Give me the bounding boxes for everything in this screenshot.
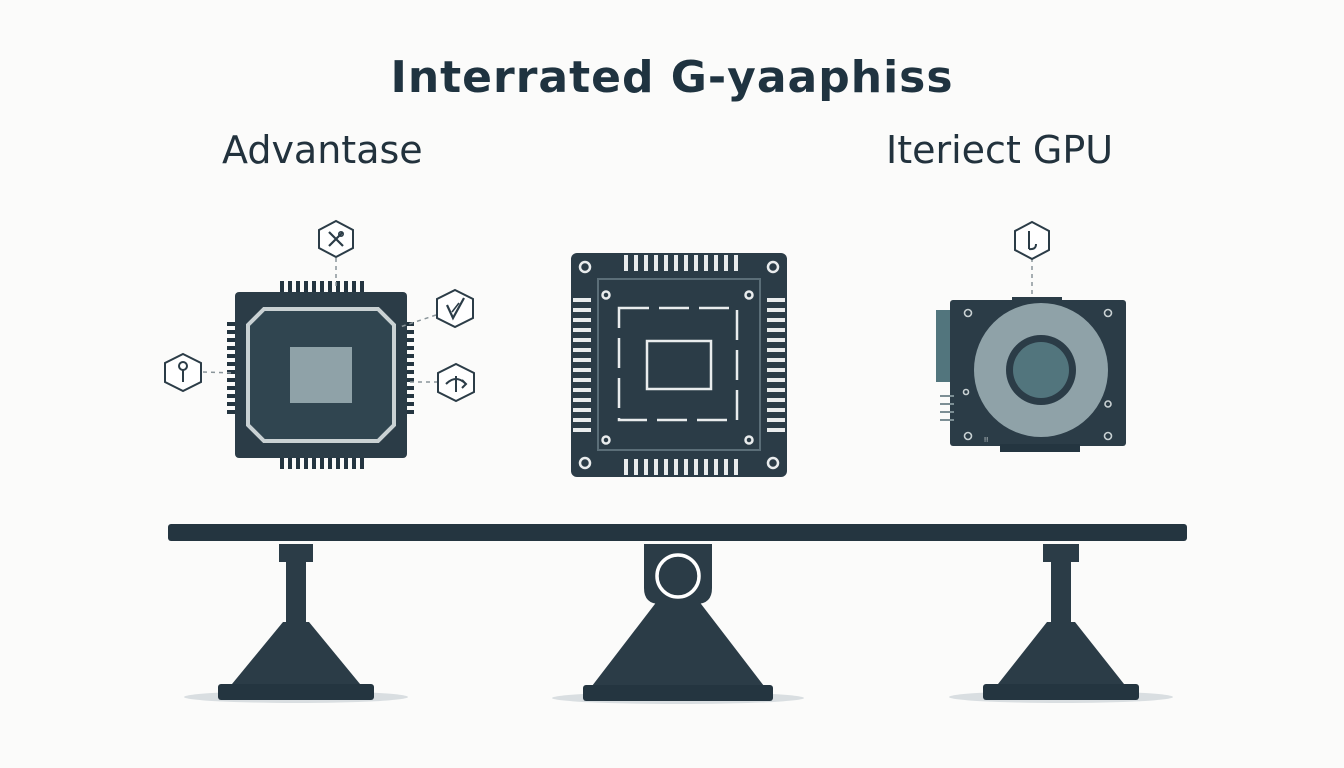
center-chip-vents-top bbox=[624, 255, 738, 271]
center-chip bbox=[571, 253, 787, 477]
center-chip-dashed-frame bbox=[617, 306, 739, 422]
discrete-gpu-heading: Iteriect GPU bbox=[886, 128, 1114, 172]
left-support bbox=[184, 544, 408, 703]
check-icon bbox=[436, 288, 474, 329]
center-chip-core bbox=[645, 339, 713, 391]
advantage-heading: Advantase bbox=[222, 128, 423, 172]
scissors-icon bbox=[318, 219, 354, 259]
gpu-side-traces bbox=[940, 395, 954, 421]
gpu-board-label: ⵑⵑ bbox=[984, 436, 988, 444]
chip-callouts bbox=[202, 258, 438, 383]
gpu-top-connector bbox=[1012, 297, 1062, 302]
center-chip-vents-right bbox=[767, 298, 785, 432]
chip-pins-right bbox=[404, 322, 414, 414]
center-chip-screws bbox=[578, 260, 780, 470]
chip-pins-bottom bbox=[280, 457, 364, 469]
chip-pins-left bbox=[227, 322, 237, 414]
center-chip-outer-frame bbox=[597, 278, 761, 451]
center-chip-vents-bottom bbox=[624, 459, 738, 475]
fork-arrow-icon bbox=[437, 362, 475, 403]
center-pivot bbox=[552, 544, 804, 704]
gpu-bottom-edge bbox=[1000, 444, 1080, 452]
key-icon bbox=[1014, 220, 1050, 261]
chip-pins-top bbox=[280, 281, 364, 293]
page-title: Interrated G-yaaphiss bbox=[390, 52, 954, 103]
discrete-gpu-card: ⵑⵑ bbox=[936, 220, 1126, 452]
balance-beam bbox=[168, 524, 1187, 541]
pin-icon bbox=[164, 352, 202, 393]
integrated-chip bbox=[227, 281, 414, 469]
gpu-screws bbox=[962, 308, 1113, 441]
right-support bbox=[949, 544, 1173, 703]
center-chip-vents-left bbox=[573, 298, 591, 432]
gpu-fan-hub bbox=[1013, 342, 1069, 398]
chip-die bbox=[290, 347, 352, 403]
balance-stand bbox=[168, 524, 1187, 704]
gpu-io-bracket bbox=[936, 310, 952, 382]
